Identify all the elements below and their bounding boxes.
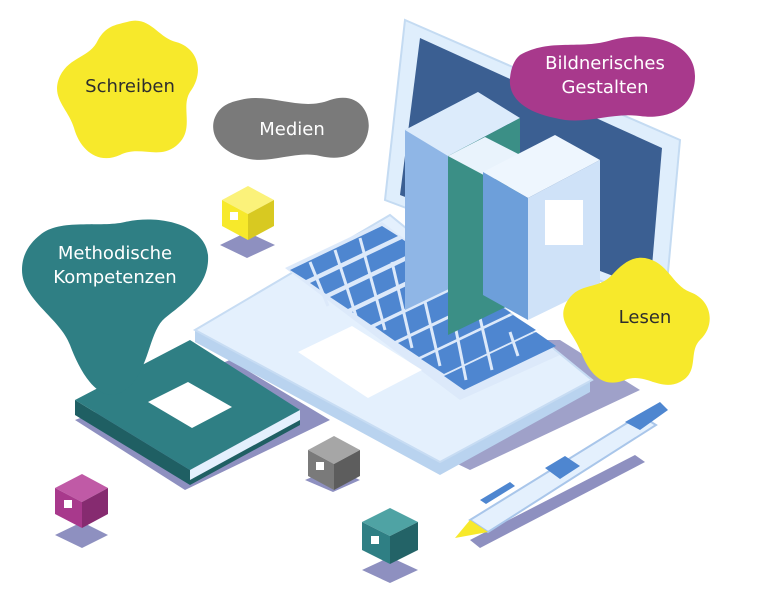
schreiben-label: Schreiben: [85, 76, 175, 97]
methodische-blob: [22, 219, 209, 395]
bildnerisches-label: Bildnerisches Gestalten: [545, 53, 665, 98]
magenta-cube-shadow: [55, 522, 108, 548]
grey-cube: [308, 436, 360, 490]
medien-blob: [213, 97, 369, 160]
book-label: [545, 200, 583, 245]
methodische-label: Methodische Kompetenzen: [53, 243, 177, 288]
books-stack: [405, 92, 600, 335]
pen: [455, 402, 668, 538]
yellow-cube: [222, 186, 274, 240]
teal-cube-shadow: [362, 557, 418, 583]
bildnerisches-blob: [509, 36, 695, 121]
laptop-base-side: [195, 330, 590, 475]
schreiben-blob: [57, 20, 198, 159]
yellow-cube-shadow: [220, 232, 275, 258]
magenta-cube: [55, 474, 108, 528]
notebook-label: [148, 382, 232, 428]
medien-label: Medien: [259, 119, 325, 140]
touchpad: [298, 326, 422, 398]
teal-cube: [362, 508, 418, 564]
lesen-label: Lesen: [618, 307, 672, 328]
lesen-blob: [563, 257, 710, 385]
pen-shadow: [470, 455, 645, 548]
